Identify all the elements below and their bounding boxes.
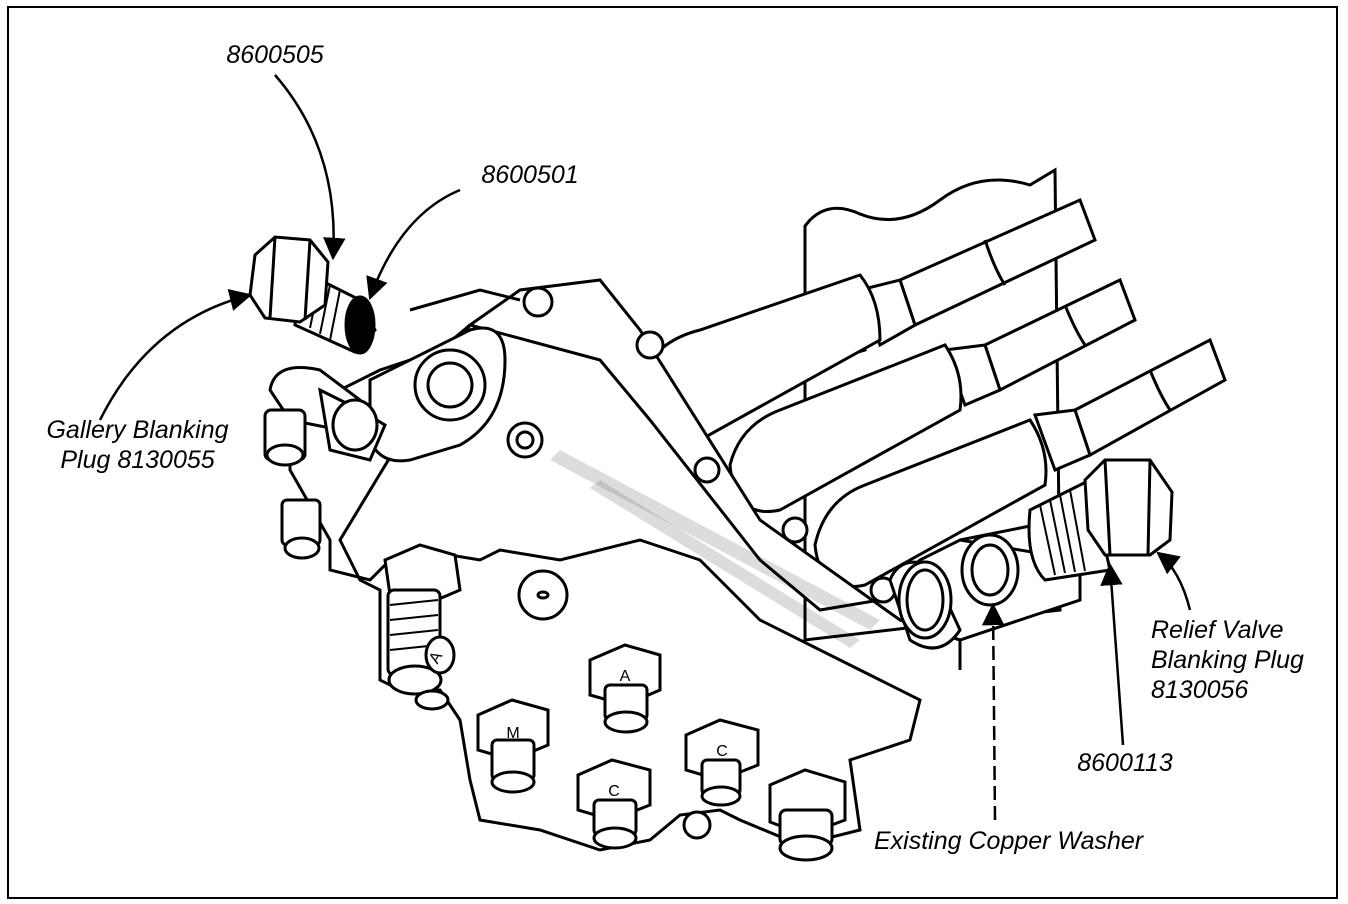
label-relief-line1: Relief Valve <box>1151 616 1284 644</box>
gallery-blanking-plug <box>248 235 377 355</box>
port-marking-a: A <box>620 668 631 685</box>
body-shading <box>550 450 880 648</box>
spool-cylinders <box>643 273 1048 589</box>
port-marking-c-left: C <box>608 783 620 800</box>
leader-8600505 <box>274 74 346 261</box>
label-relief-valve-blanking-plug: Relief Valve Blanking Plug 8130056 <box>1151 615 1331 705</box>
leader-relief-plug <box>1156 551 1192 611</box>
leader-8600113 <box>1100 562 1125 746</box>
leader-8600501 <box>366 188 461 301</box>
label-8600113: 8600113 <box>1077 749 1173 777</box>
port-marking-m: M <box>506 725 519 742</box>
diagram-frame <box>7 6 1338 899</box>
label-gallery-line2: Plug 8130055 <box>60 446 215 474</box>
label-gallery-line1: Gallery Blanking <box>46 416 229 444</box>
copper-washer <box>960 533 1020 607</box>
label-gallery-blanking-plug: Gallery Blanking Plug 8130055 <box>25 415 250 475</box>
label-relief-line2: Blanking Plug <box>1151 646 1304 674</box>
service-ports <box>424 635 847 862</box>
bolt-heads <box>506 286 897 621</box>
leader-arrows <box>98 74 1192 821</box>
label-8600505: 8600505 <box>226 41 324 69</box>
leader-gallery-plug <box>98 289 253 421</box>
elbow-fitting <box>263 366 387 560</box>
label-existing-copper-washer: Existing Copper Washer <box>874 827 1144 855</box>
label-8600501: 8600501 <box>481 161 579 189</box>
relief-valve-port <box>888 560 962 650</box>
relief-valve-blanking-plug <box>1027 458 1174 582</box>
gallery-flange <box>368 326 507 463</box>
port-marking-c-right: C <box>716 743 728 760</box>
label-relief-line3: 8130056 <box>1151 676 1249 704</box>
leader-copper-washer <box>981 602 1005 821</box>
